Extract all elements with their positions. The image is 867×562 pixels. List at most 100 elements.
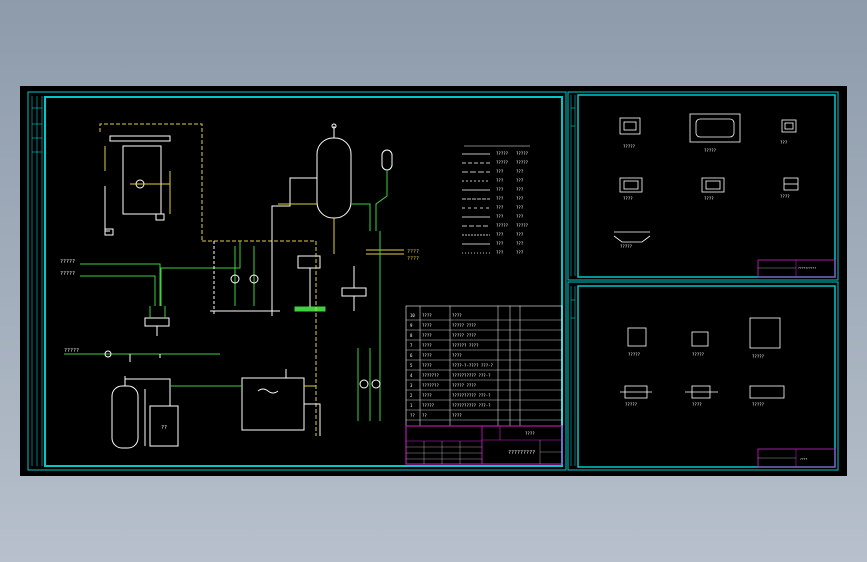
pump-b bbox=[249, 274, 259, 284]
detail-sheet-top-border bbox=[567, 91, 839, 281]
main-drawing-number: ???? bbox=[525, 431, 535, 436]
softener-vessel bbox=[111, 385, 139, 449]
top-inlet-label: ????? bbox=[64, 348, 79, 354]
legend-code: ??? bbox=[496, 241, 504, 246]
detail-sheet-bottom-frame bbox=[577, 285, 836, 468]
table-cell-no: 6 bbox=[410, 353, 413, 358]
table-cell-spec: ????? ???? bbox=[452, 323, 477, 328]
legend-code: ??? bbox=[496, 196, 504, 201]
table-cell-no: 4 bbox=[410, 373, 413, 378]
inlet-label-2: ????? bbox=[60, 271, 75, 277]
legend-code: ??? bbox=[496, 214, 504, 219]
legend-desc: ??? bbox=[516, 178, 524, 183]
table-cell-spec: ????? ???? bbox=[452, 333, 477, 338]
legend-code: ????? bbox=[496, 160, 509, 165]
table-cell-name: ??????? bbox=[422, 383, 439, 388]
table-cell-no: 1 bbox=[410, 403, 413, 408]
detail-caption: ???? bbox=[780, 194, 790, 199]
distribution-header bbox=[144, 317, 170, 327]
table-cell-no: ?? bbox=[410, 413, 415, 418]
brine-tank bbox=[149, 405, 179, 447]
detail-caption: ????? bbox=[692, 352, 705, 357]
detail-caption: ???? bbox=[704, 196, 714, 201]
binding-strip bbox=[31, 96, 43, 466]
table-cell-name: ??????? bbox=[422, 373, 439, 378]
table-cell-name: ???? bbox=[422, 343, 432, 348]
legend-desc: ??? bbox=[516, 196, 524, 201]
detail-bottom-captions: ????????????????????????????? bbox=[625, 352, 765, 407]
legend-code: ????? bbox=[496, 151, 509, 156]
legend-desc: ??? bbox=[516, 250, 524, 255]
legend-desc: ??? bbox=[516, 169, 524, 174]
detail-caption: ???? bbox=[623, 196, 633, 201]
legend-code: ??? bbox=[496, 178, 504, 183]
table-cell-name: ???? bbox=[422, 353, 432, 358]
legend-code: ??? bbox=[496, 205, 504, 210]
pump-a bbox=[230, 274, 240, 284]
cad-drawing-canvas[interactable]: ????? ????? ????? ???? ???? ?? ?????????… bbox=[20, 86, 847, 476]
table-cell-name: ???? bbox=[422, 393, 432, 398]
table-cell-no: 7 bbox=[410, 343, 413, 348]
detail-caption: ???? bbox=[692, 402, 702, 407]
green-base bbox=[294, 306, 326, 312]
detail-drawings-bottom bbox=[620, 317, 785, 399]
table-cell-spec: ?????????? ???-? bbox=[452, 393, 491, 398]
legend-desc: ??? bbox=[516, 232, 524, 237]
process-schematic bbox=[64, 123, 404, 449]
legend-desc: ??? bbox=[516, 241, 524, 246]
detail-caption: ????? bbox=[628, 352, 641, 357]
table-cell-spec: ?????????? ???-? bbox=[452, 403, 491, 408]
inlet-label-1: ????? bbox=[60, 259, 75, 265]
table-cell-name: ???? bbox=[422, 313, 432, 318]
table-cell-spec: ???? bbox=[452, 313, 462, 318]
table-cell-spec: ???? bbox=[452, 413, 462, 418]
outlet-label-2: ???? bbox=[407, 256, 419, 262]
outlet-header bbox=[341, 287, 367, 297]
detail-caption: ????? bbox=[752, 354, 765, 359]
legend-desc: ??? bbox=[516, 187, 524, 192]
detail-top-drawing-title: ?????????? bbox=[798, 266, 816, 270]
legend-code: ??? bbox=[496, 250, 504, 255]
table-cell-spec: ?????????? ???-? bbox=[452, 373, 491, 378]
table-cell-spec: ????-?-???? ???-? bbox=[452, 363, 494, 368]
detail-caption: ????? bbox=[620, 244, 633, 249]
table-cell-no: 10 bbox=[410, 313, 415, 318]
table-cell-name: ???? bbox=[422, 363, 432, 368]
table-cell-name: ?? bbox=[422, 413, 427, 418]
table-cell-no: 8 bbox=[410, 333, 413, 338]
detail-sheet-bottom-border bbox=[567, 281, 839, 471]
table-cell-spec: ????? ???? bbox=[452, 383, 477, 388]
table-cell-name: ???? bbox=[422, 333, 432, 338]
detail-caption: ????? bbox=[704, 148, 717, 153]
legend-desc: ????? bbox=[516, 223, 529, 228]
filter-unit bbox=[122, 145, 162, 215]
equipment-table: 10????????9????????? ????8????????? ????… bbox=[405, 305, 563, 427]
table-cell-no: 3 bbox=[410, 383, 413, 388]
legend-desc: ??? bbox=[516, 205, 524, 210]
main-title-block: ????????? ???? bbox=[405, 425, 563, 465]
detail-caption: ????? bbox=[752, 402, 765, 407]
table-cell-spec: ?????? ???? bbox=[452, 343, 479, 348]
expansion-tank bbox=[381, 149, 393, 171]
detail-bottom-drawing-title: ???? bbox=[800, 457, 807, 461]
table-cell-no: 2 bbox=[410, 393, 413, 398]
detail-drawings-top bbox=[613, 113, 799, 243]
detail-caption: ??? bbox=[780, 140, 788, 145]
detail-sheet-top-frame bbox=[577, 94, 836, 278]
table-cell-no: 5 bbox=[410, 363, 413, 368]
detail-top-title-block: ?????????? bbox=[757, 259, 836, 278]
detail-caption: ????? bbox=[625, 402, 638, 407]
legend: ????????????????????????????????????????… bbox=[462, 145, 530, 255]
tank-label: ?? bbox=[161, 425, 167, 431]
legend-code: ??? bbox=[496, 169, 504, 174]
main-sheet-frame bbox=[44, 96, 563, 467]
legend-code: ??? bbox=[496, 187, 504, 192]
pressure-vessel bbox=[316, 137, 352, 219]
water-tank bbox=[241, 377, 305, 431]
detail-bottom-title-block: ???? bbox=[757, 448, 836, 468]
legend-desc: ????? bbox=[516, 151, 529, 156]
table-cell-name: ????? bbox=[422, 403, 435, 408]
table-cell-spec: ???? bbox=[452, 353, 462, 358]
legend-code: ????? bbox=[496, 223, 509, 228]
detail-top-captions: ?????????????????????????????? bbox=[620, 140, 790, 249]
